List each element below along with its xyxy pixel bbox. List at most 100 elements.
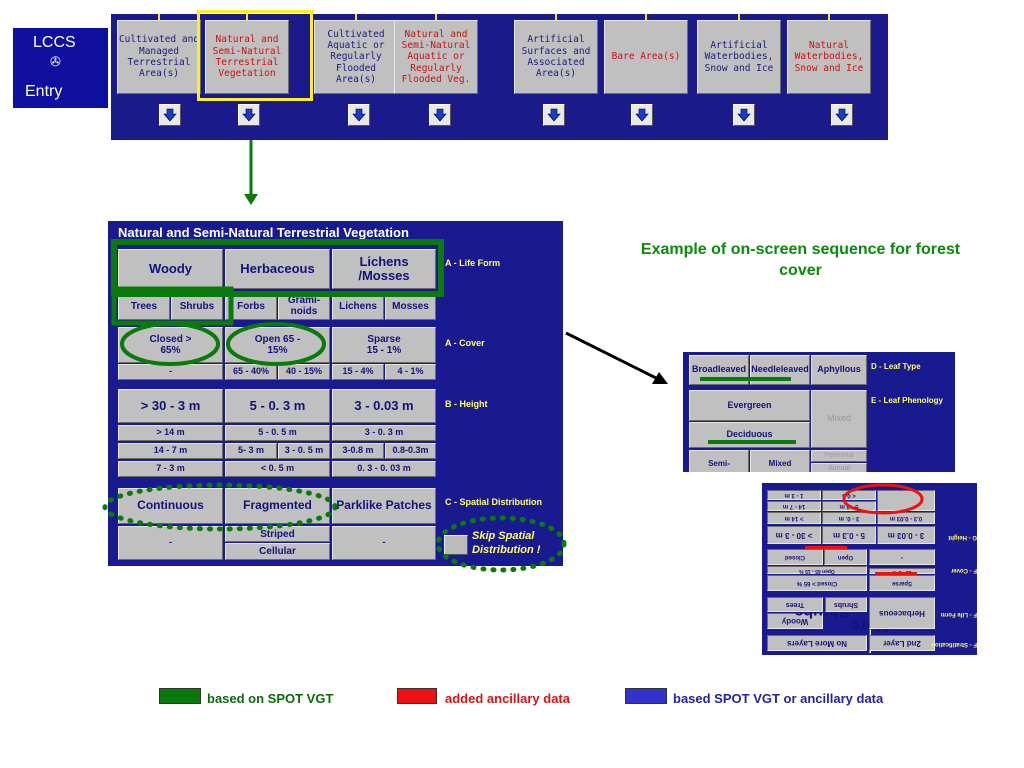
label-spatial: C - Spatial Distribution	[445, 497, 543, 507]
height-row1-a[interactable]: > 14 m	[118, 425, 223, 441]
annual-button[interactable]: Annual	[811, 463, 867, 472]
red-mark-open	[805, 546, 847, 549]
height-row3-b[interactable]: < 0. 5 m	[225, 461, 330, 477]
height-row2-d[interactable]: 3-0.8 m	[332, 443, 384, 459]
label-cover: A - Cover	[445, 338, 485, 348]
open-sub-1[interactable]: 65 - 40%	[225, 364, 277, 380]
herbaceous-button[interactable]: Herbaceous	[225, 249, 330, 289]
category-tick	[738, 14, 740, 22]
skip-spatial-button[interactable]: Skip Spatial Distribution !	[442, 527, 557, 561]
height-row3-c[interactable]: 0. 3 - 0. 03 m	[332, 461, 436, 477]
height-low-strat[interactable]: 3 - 0.03 m	[877, 526, 935, 544]
height-sub-f[interactable]: > 14 m	[767, 512, 821, 524]
arrow-down-icon	[352, 108, 366, 122]
parklike-sub[interactable]: -	[332, 526, 436, 560]
cover-sparse-strat[interactable]: Sparse	[869, 575, 935, 591]
category-button[interactable]: Natural Waterbodies, Snow and Ice	[787, 20, 871, 94]
category-button[interactable]: Cultivated Aquatic or Regularly Flooded …	[314, 20, 398, 94]
semi-button[interactable]: Semi-	[689, 450, 749, 472]
category-button[interactable]: Artificial Waterbodies, Snow and Ice	[697, 20, 781, 94]
arrow-down-icon	[737, 108, 751, 122]
category-tick	[555, 14, 557, 22]
label-stratification: F - Stratification	[931, 641, 977, 647]
down-arrow-button[interactable]	[543, 104, 565, 126]
cover-dash-strat[interactable]: -	[869, 549, 935, 565]
highlight-closed	[120, 322, 220, 366]
sparse-sub-2[interactable]: 4 - 1%	[385, 364, 436, 380]
height-mid-button[interactable]: 5 - 0. 3 m	[225, 389, 330, 423]
vegetation-panel: Natural and Semi-Natural Terrestrial Veg…	[108, 221, 563, 566]
flow-arrow-down	[244, 140, 258, 205]
continuous-sub[interactable]: -	[118, 526, 223, 560]
category-button[interactable]: Natural and Semi-Natural Terrestrial Veg…	[205, 20, 289, 94]
second-layer[interactable]: 2nd Layer	[869, 635, 935, 651]
label-leaf-type: D - Leaf Type	[871, 362, 921, 371]
mixed-button[interactable]: Mixed	[750, 450, 810, 472]
cover-closed-sub[interactable]: Closed	[767, 549, 823, 565]
height-row3-a[interactable]: 7 - 3 m	[118, 461, 223, 477]
broadleaved-underline	[700, 377, 791, 381]
herbaceous-strat[interactable]: Herbaceous	[869, 597, 935, 629]
legend-swatch	[397, 688, 437, 704]
cover-open-sub[interactable]: Open	[824, 549, 867, 565]
category-tick	[158, 14, 160, 22]
down-arrow-button[interactable]	[348, 104, 370, 126]
height-row2-b[interactable]: 5- 3 m	[225, 443, 277, 459]
height-mid-strat[interactable]: 5 - 0.3 m	[822, 526, 876, 544]
down-arrow-button[interactable]	[159, 104, 181, 126]
open-sub-2[interactable]: 40 - 15%	[278, 364, 330, 380]
legend-swatch	[159, 688, 201, 704]
height-row1-c[interactable]: 3 - 0. 3 m	[332, 425, 436, 441]
arrow-down-icon	[242, 108, 256, 122]
aphyllous-button[interactable]: Aphyllous	[811, 355, 867, 385]
label-leaf-phenology: E - Leaf Phenology	[871, 396, 944, 405]
mixed-phenology-button[interactable]: Mixed	[811, 390, 867, 448]
cellular-button[interactable]: Cellular	[225, 543, 330, 560]
height-row2-e[interactable]: 0.8-0.3m	[385, 443, 436, 459]
lccs-entry-box[interactable]: LCCS ✇ Entry	[13, 28, 108, 108]
selected-category-frame	[197, 10, 313, 101]
height-high-strat[interactable]: > 30 - 3 m	[767, 526, 821, 544]
sparse-sub-1[interactable]: 15 - 4%	[332, 364, 384, 380]
category-tick	[435, 14, 437, 22]
label-life-form: A - Life Form	[445, 258, 501, 268]
category-button[interactable]: Artificial Surfaces and Associated Area(…	[514, 20, 598, 94]
legend-label: based SPOT VGT or ancillary data	[673, 691, 884, 706]
arrow-down-icon	[163, 108, 177, 122]
parklike-button[interactable]: Parklike Patches	[332, 488, 436, 524]
highlight-life-form	[111, 239, 444, 297]
height-low-button[interactable]: 3 - 0.03 m	[332, 389, 436, 423]
down-arrow-button[interactable]	[238, 104, 260, 126]
category-tick	[355, 14, 357, 22]
label-height: B - Height	[445, 399, 488, 409]
skip-icon	[444, 535, 468, 555]
height-sub-a[interactable]: 1 - 3 m	[767, 490, 821, 500]
height-row2-a[interactable]: 14 - 7 m	[118, 443, 223, 459]
panel-title: Natural and Semi-Natural Terrestrial Veg…	[118, 225, 409, 240]
trees-strat[interactable]: Trees	[767, 597, 823, 612]
lichens-mosses-button[interactable]: Lichens /Mosses	[332, 249, 436, 289]
sparse-cover-button[interactable]: Sparse 15 - 1%	[332, 327, 436, 363]
category-button[interactable]: Bare Area(s)	[604, 20, 688, 94]
down-arrow-button[interactable]	[429, 104, 451, 126]
down-arrow-button[interactable]	[831, 104, 853, 126]
category-tick	[645, 14, 647, 22]
height-row2-c[interactable]: 3 - 0. 5 m	[278, 443, 330, 459]
category-button[interactable]: Natural and Semi-Natural Aquatic or Regu…	[394, 20, 478, 94]
evergreen-button[interactable]: Evergreen	[689, 390, 810, 421]
down-arrow-button[interactable]	[733, 104, 755, 126]
height-sub-c[interactable]: 14 - 7 m	[767, 501, 821, 511]
cover-closed-strat[interactable]: Closed > 65 %	[767, 575, 867, 591]
fragmented-button[interactable]: Fragmented	[225, 488, 330, 524]
perennial-button[interactable]: Perennial	[811, 450, 867, 462]
down-arrow-button[interactable]	[631, 104, 653, 126]
deciduous-button[interactable]: Deciduous	[689, 422, 810, 448]
arrow-down-icon	[635, 108, 649, 122]
height-row1-b[interactable]: 5 - 0. 5 m	[225, 425, 330, 441]
highlight-open	[226, 322, 326, 366]
height-high-button[interactable]: > 30 - 3 m	[118, 389, 223, 423]
shrubs-strat-cell[interactable]: Shrubs	[825, 597, 867, 612]
no-more-layers[interactable]: No More Layers	[767, 635, 867, 651]
cover-open-strat[interactable]: Open 65 - 15 %	[767, 566, 867, 574]
category-button[interactable]: Cultivated and Managed Terrestrial Area(…	[117, 20, 201, 94]
